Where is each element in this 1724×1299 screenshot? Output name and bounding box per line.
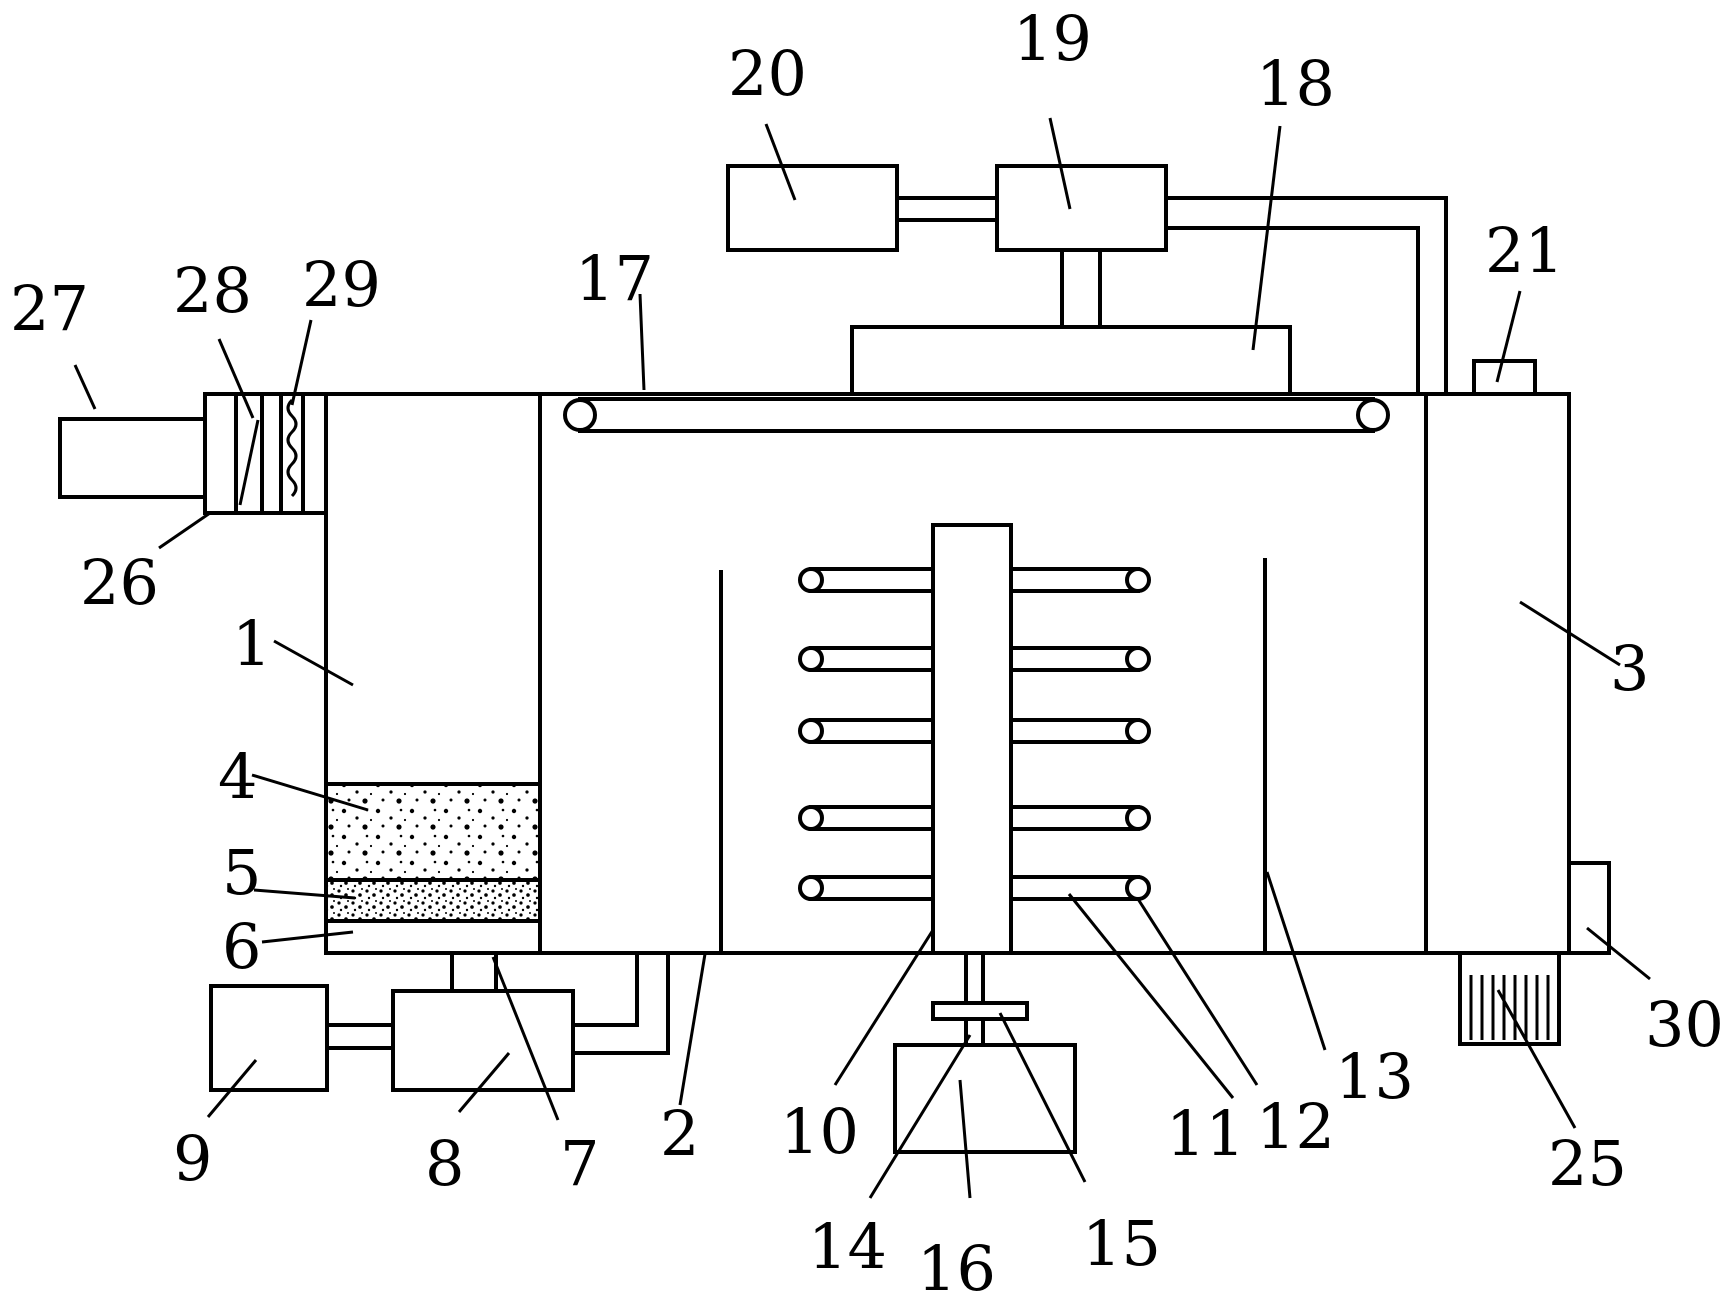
leader-20 [764,123,797,201]
outlet-25-grille [1469,975,1550,1040]
leader-9 [206,1059,258,1118]
label-13: 13 [1335,1040,1414,1113]
leader-8 [457,1052,511,1113]
label-26: 26 [80,546,159,619]
leader-25 [1496,989,1577,1129]
leader-2 [678,953,707,1106]
label-18: 18 [1256,47,1335,120]
label-28: 28 [173,254,252,327]
conveyor-roller-left [563,398,597,432]
leader-5 [253,888,356,900]
leader-3 [1519,600,1621,667]
label-4: 4 [218,740,257,813]
leader-7 [491,956,560,1121]
label-11: 11 [1166,1097,1245,1170]
coupling-15 [931,1001,1029,1021]
mixing-assembly [719,523,1267,1154]
label-21: 21 [1485,214,1564,287]
label-17: 17 [575,242,654,315]
label-1: 1 [232,607,271,680]
filter-layers [324,782,542,923]
label-3: 3 [1610,632,1649,705]
leader-21 [1495,290,1522,383]
label-2: 2 [660,1097,699,1170]
label-9: 9 [173,1122,212,1195]
label-25: 25 [1548,1127,1627,1200]
leader-29 [290,319,313,406]
label-12: 12 [1256,1090,1335,1163]
unit-9 [209,984,329,1092]
leader-4 [251,773,369,812]
label-6: 6 [222,910,261,983]
leader-14 [868,1034,972,1199]
leader-12 [1136,898,1259,1086]
leader-15 [998,1012,1087,1183]
label-8: 8 [425,1127,464,1200]
filter-layer-4 [328,784,538,879]
pipe-2-outer [571,951,670,1055]
pipe-19-inner [1164,226,1420,396]
shaft-10 [931,523,1013,955]
leader-13 [1265,871,1327,1051]
label-10: 10 [780,1095,859,1168]
stirring-arms [798,567,1151,901]
filter-wave-29 [286,398,298,498]
leader-19 [1048,117,1072,210]
label-20: 20 [728,37,807,110]
label-16: 16 [917,1232,996,1299]
label-29: 29 [302,248,381,321]
inlet-assembly [58,392,328,515]
leader-11 [1067,893,1235,1099]
pipe-19-outer [1164,196,1448,396]
component-21 [1472,359,1537,396]
leader-28 [217,338,255,419]
top-units [726,164,1448,396]
top-conveyor [563,397,1390,433]
leader-1 [273,639,354,687]
label-7: 7 [560,1127,599,1200]
conveyor-roller-right [1356,398,1390,432]
motor-16 [893,1043,1077,1154]
unit-19 [995,164,1168,252]
leader-lines [73,117,1651,1199]
pipe-2-inner [571,951,639,1027]
leader-6 [261,930,354,944]
label-15: 15 [1082,1207,1161,1280]
inlet-pipe-27 [58,417,207,499]
leader-17 [638,293,646,391]
filter-hatch-28 [238,419,260,506]
label-14: 14 [808,1210,887,1283]
leader-10 [833,929,935,1086]
leader-18 [1251,125,1282,351]
label-19: 19 [1013,2,1092,75]
leader-27 [73,364,97,410]
component-30 [1567,861,1611,955]
pump-8 [391,989,575,1092]
hood-18 [850,325,1292,396]
label-5: 5 [222,836,261,909]
leader-16 [958,1079,972,1199]
label-30: 30 [1645,988,1724,1061]
unit-20 [726,164,899,252]
leader-30 [1586,926,1651,981]
part-labels: 27 28 29 26 1 4 5 6 9 8 7 2 17 18 19 20 … [10,2,1724,1299]
leader-26 [158,511,211,550]
pump-assembly [209,951,670,1092]
label-27: 27 [10,272,89,345]
outlet-25 [1458,951,1561,1046]
inlet-housing-26 [203,392,328,515]
filter-layer-5 [328,881,538,920]
